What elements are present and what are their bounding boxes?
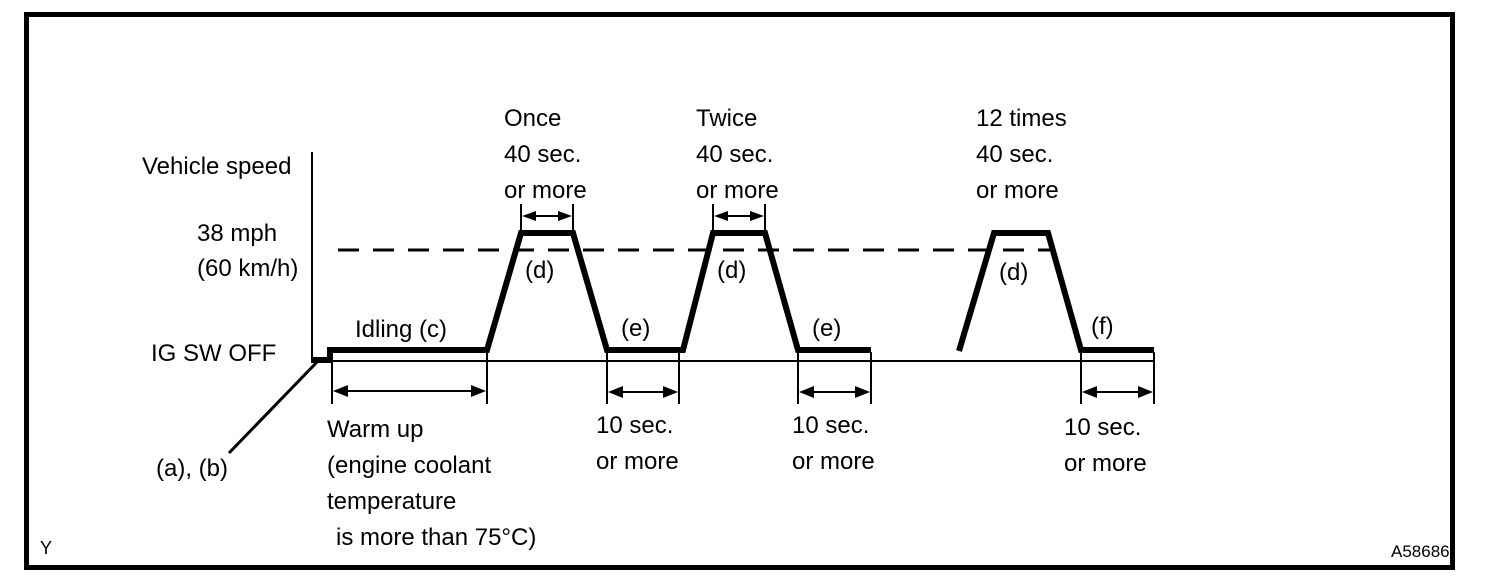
ig-sw-off-label: IG SW OFF <box>151 340 277 367</box>
dimension-ticks-bottom <box>331 352 1155 404</box>
pulse-qualifier-label: or more <box>696 177 779 204</box>
drive-phase-label-3: (d) <box>999 259 1029 286</box>
dimension-arrow-40sec-1 <box>522 211 572 221</box>
drive-phase-label-2: (d) <box>717 257 747 284</box>
pulse-annotation-12-times: 12 times 40 sec. or more <box>976 101 1067 209</box>
figure-frame <box>24 12 1455 570</box>
warm-up-line-4: is more than 75°C) <box>336 524 537 551</box>
dimension-arrow-40sec-2 <box>714 211 764 221</box>
warm-up-line-2: (engine coolant <box>327 452 492 479</box>
idling-phase-label: Idling (c) <box>355 316 448 343</box>
idle-phase-label-e-2: (e) <box>812 315 842 342</box>
warm-up-line-1: Warm up <box>327 416 424 443</box>
duration-label-10sec-1: 10 sec. or more <box>596 408 679 480</box>
drive-phase-label-1: (d) <box>525 257 555 284</box>
pulse-duration-label: 40 sec. <box>696 141 774 168</box>
pulse-duration-label: 40 sec. <box>504 141 582 168</box>
dimension-arrow-warm-up <box>333 385 486 397</box>
speed-threshold-label-kmh: (60 km/h) <box>197 255 299 282</box>
dimension-arrow-10sec-1 <box>608 386 678 398</box>
duration-value: 10 sec. <box>596 412 674 439</box>
idle-phase-label-f: (f) <box>1091 313 1114 340</box>
vehicle-speed-axis-label: Vehicle speed <box>142 153 292 180</box>
duration-value: 10 sec. <box>1064 414 1142 441</box>
speed-trace-main <box>311 230 871 363</box>
pulse-annotation-twice: Twice 40 sec. or more <box>696 101 779 209</box>
speed-trace-repeat <box>956 230 1154 353</box>
pulse-qualifier-label: or more <box>976 177 1059 204</box>
pulse-duration-label: 40 sec. <box>976 141 1054 168</box>
pulse-qualifier-label: or more <box>504 177 587 204</box>
dimension-arrow-10sec-2 <box>799 386 870 398</box>
duration-qualifier: or more <box>792 448 875 475</box>
speed-threshold-label-mph: 38 mph <box>197 220 278 247</box>
dimension-arrow-10sec-3 <box>1082 386 1153 398</box>
duration-qualifier: or more <box>596 448 679 475</box>
dimension-ticks-top <box>520 204 766 231</box>
duration-value: 10 sec. <box>792 412 870 439</box>
leader-line-ab <box>227 359 320 455</box>
steps-ab-label: (a), (b) <box>156 455 228 482</box>
pulse-count-label: 12 times <box>976 105 1067 132</box>
duration-qualifier: or more <box>1064 450 1147 477</box>
pulse-count-label: Twice <box>696 105 758 132</box>
pulse-count-label: Once <box>504 105 562 132</box>
idle-phase-label-e-1: (e) <box>621 315 651 342</box>
warm-up-line-3: temperature <box>327 488 457 515</box>
pulse-annotation-once: Once 40 sec. or more <box>504 101 587 209</box>
warm-up-note: Warm up (engine coolant temperature is m… <box>327 412 536 556</box>
figure-code: A58686 <box>1391 542 1450 561</box>
duration-label-10sec-3: 10 sec. or more <box>1064 410 1147 482</box>
corner-mark-y: Y <box>40 538 53 558</box>
duration-label-10sec-2: 10 sec. or more <box>792 408 875 480</box>
